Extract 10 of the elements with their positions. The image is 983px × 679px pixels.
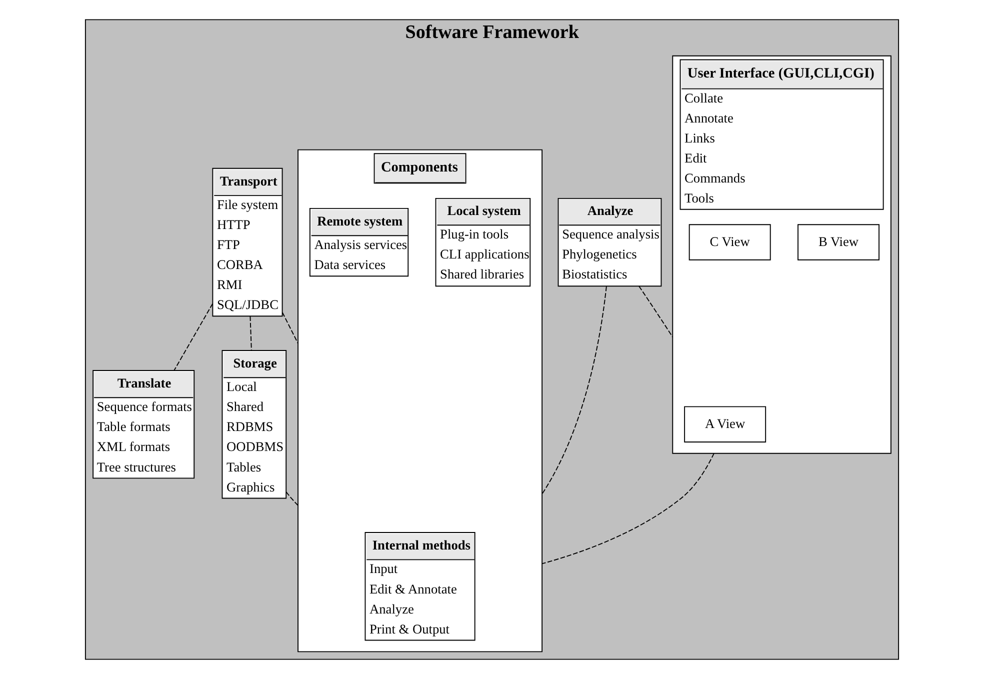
connector (281, 312, 298, 344)
node-box: A View (684, 406, 766, 442)
connector (638, 286, 673, 338)
connector (541, 286, 606, 494)
connector (285, 491, 298, 506)
node-box: B View (797, 224, 879, 260)
connector (173, 303, 213, 371)
connector (541, 452, 714, 564)
node-box: C View (688, 224, 770, 260)
connector (249, 316, 252, 351)
